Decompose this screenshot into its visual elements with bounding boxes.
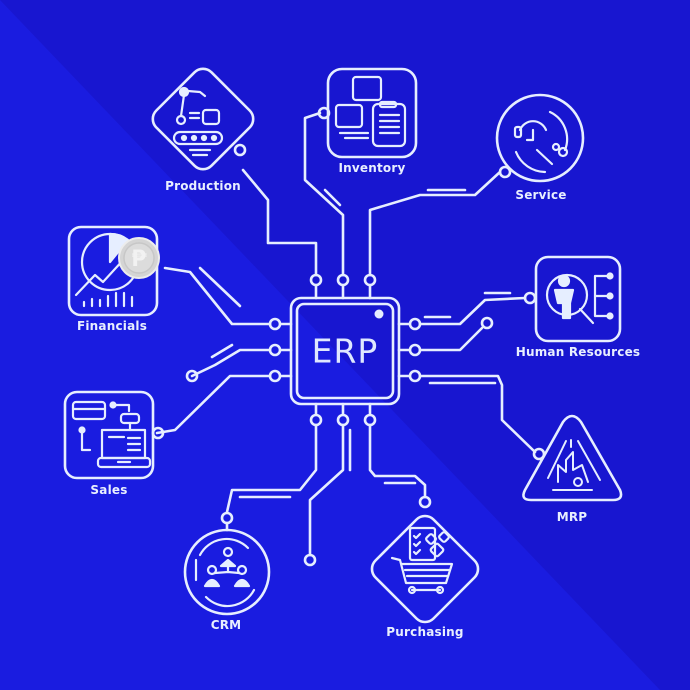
- people-network-icon: [194, 537, 256, 608]
- traces: [155, 111, 537, 567]
- sales-label: Sales: [90, 483, 128, 497]
- financials-label: Financials: [76, 319, 148, 333]
- erp-label: ERP: [311, 331, 379, 371]
- svg-text:₱: ₱: [131, 247, 147, 272]
- boxes-clipboard-icon: [334, 75, 407, 148]
- robot-arm-conveyor-icon: [172, 86, 224, 157]
- mrp-node[interactable]: [522, 414, 623, 502]
- sales-node[interactable]: [63, 390, 165, 480]
- purchasing-label: Purchasing: [386, 625, 464, 639]
- inventory-node[interactable]: [317, 67, 418, 159]
- headset-wrench-gear-icon: [513, 110, 569, 174]
- financials-node[interactable]: ₱: [67, 225, 160, 317]
- crm-node[interactable]: [183, 511, 271, 616]
- inventory-label: Inventory: [338, 161, 406, 175]
- service-node[interactable]: [495, 93, 585, 183]
- peso-coin-icon: ₱: [118, 237, 160, 279]
- factory-cycle-icon: [547, 439, 601, 491]
- person-search-icon: [545, 272, 614, 325]
- crm-label: CRM: [210, 618, 242, 632]
- human-resources-node[interactable]: [523, 255, 622, 343]
- shopping-cart-checklist-icon: [390, 526, 454, 595]
- human-resources-label: Human Resources: [515, 345, 641, 359]
- pie-chart-peso-coin-icon: [74, 232, 140, 308]
- service-label: Service: [515, 188, 567, 202]
- production-label: Production: [165, 179, 241, 193]
- mrp-label: MRP: [556, 510, 588, 524]
- purchasing-node[interactable]: [367, 495, 483, 627]
- production-node[interactable]: [148, 64, 258, 174]
- cash-register-card-icon: [71, 400, 152, 469]
- chip-icon: [268, 273, 422, 427]
